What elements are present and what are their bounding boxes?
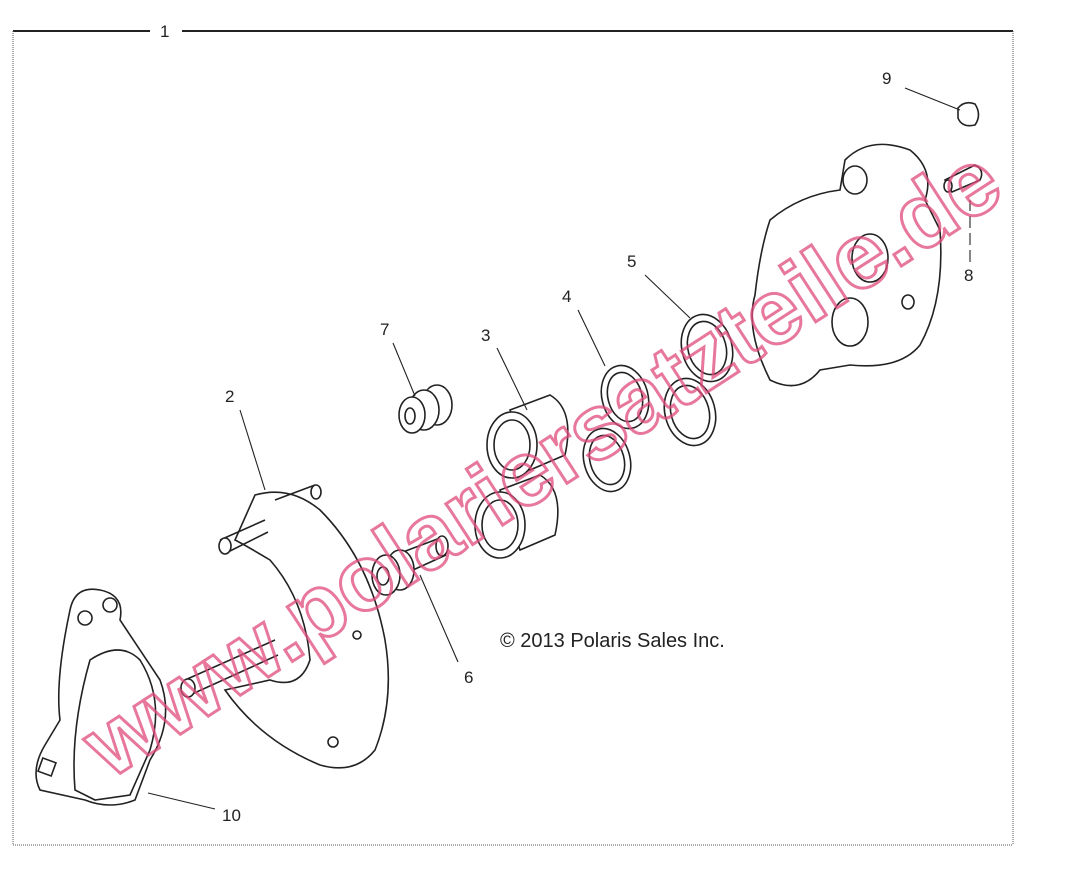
callout-7: 7 <box>380 320 389 339</box>
callout-6: 6 <box>464 668 473 687</box>
part-bleeder-valve <box>943 164 983 194</box>
part-pistons <box>474 394 569 559</box>
part-piston-seals <box>582 364 650 493</box>
part-slide-pin <box>371 535 449 596</box>
part-caliper-body <box>751 143 942 387</box>
callout-4: 4 <box>562 287 571 306</box>
part-bleeder-cap <box>957 101 980 127</box>
part-boot <box>398 384 453 434</box>
callout-3: 3 <box>481 326 490 345</box>
part-caliper-bracket <box>180 484 390 769</box>
callout-9: 9 <box>882 69 891 88</box>
part-brake-pads <box>35 588 167 806</box>
watermark: www.polariersatzteile.de <box>65 128 1019 797</box>
callout-8: 8 <box>964 266 973 285</box>
part-dust-seals <box>663 313 734 447</box>
assembly-label: 1 <box>160 22 169 41</box>
assembly-frame: 1 <box>12 22 1014 846</box>
copyright-notice: © 2013 Polaris Sales Inc. <box>500 630 725 652</box>
callout-2: 2 <box>225 387 234 406</box>
leader-lines <box>147 87 971 810</box>
callout-10: 10 <box>222 806 241 825</box>
callout-5: 5 <box>627 252 636 271</box>
